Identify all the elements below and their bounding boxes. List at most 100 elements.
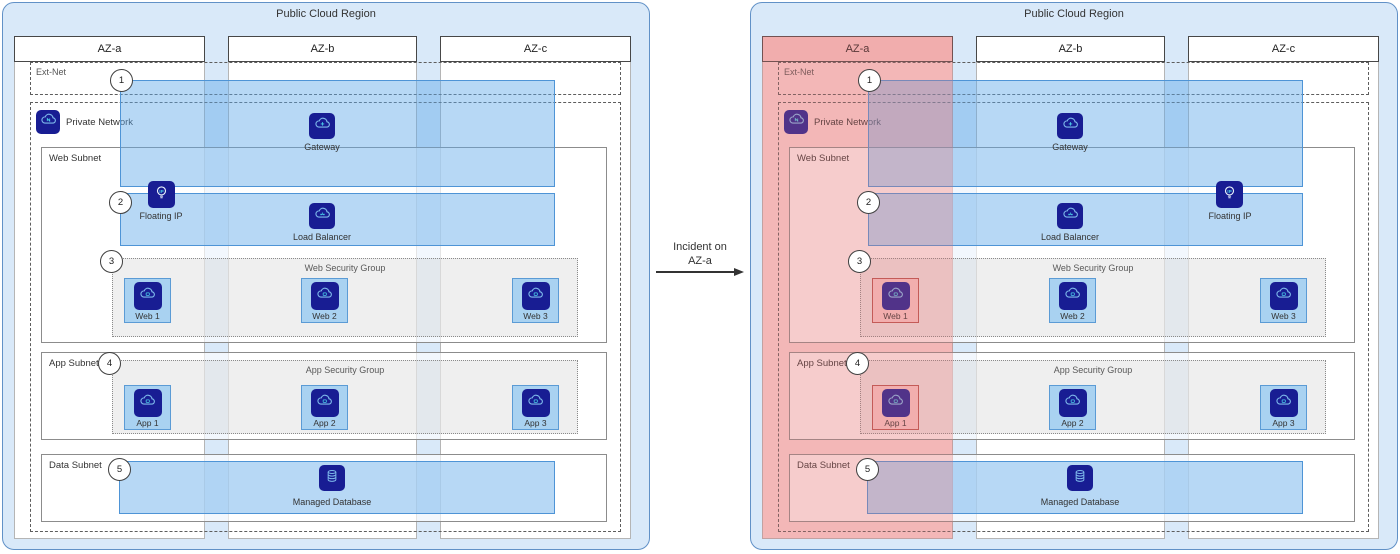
- web-subnet-label: Web Subnet: [49, 153, 102, 164]
- cloud-lock-icon: [1058, 282, 1087, 310]
- private-network-box: [30, 102, 621, 532]
- load-balancer-label: Load Balancer: [292, 232, 352, 242]
- node-label: Web 1: [883, 311, 908, 321]
- svg-text:IP: IP: [1227, 188, 1231, 194]
- cloud-lock-icon: [1269, 389, 1298, 417]
- node-label: App 3: [1272, 418, 1295, 428]
- node-web-3: Web 3: [512, 278, 559, 323]
- load-balancer-label: Load Balancer: [1040, 232, 1100, 242]
- gateway-icon: [309, 113, 335, 139]
- gateway-band: [120, 80, 555, 187]
- diagram-after-incident: Public Cloud Region AZ-a AZ-b AZ-c Ext-N…: [750, 2, 1398, 550]
- incident-label-line2: AZ-a: [688, 255, 712, 268]
- data-subnet-label: Data Subnet: [49, 460, 102, 471]
- data-subnet-label: Data Subnet: [797, 460, 850, 471]
- node-app-1: App 1: [124, 385, 171, 430]
- step-2-badge: 2: [857, 191, 880, 214]
- transition-area: Incident on AZ-a: [652, 0, 748, 554]
- database-icon: [319, 465, 345, 491]
- database-icon: [1067, 465, 1093, 491]
- load-balancer-icon: [309, 203, 335, 229]
- cloud-lock-icon: [1269, 282, 1298, 310]
- incident-arrow-line: [656, 271, 736, 273]
- svg-text:IP: IP: [159, 188, 163, 194]
- node-label: Web 1: [135, 311, 160, 321]
- az-a-header: AZ-a: [14, 36, 205, 62]
- gateway-band: [868, 80, 1303, 187]
- incident-label-line1: Incident on: [673, 241, 727, 253]
- node-label: App 2: [1061, 418, 1084, 428]
- region-title: Public Cloud Region: [1024, 8, 1124, 20]
- floating-ip-label: Floating IP: [139, 211, 183, 221]
- node-label: Web 2: [312, 311, 337, 321]
- node-label: App 2: [313, 418, 336, 428]
- node-label: Web 2: [1060, 311, 1085, 321]
- az-b-header: AZ-b: [228, 36, 417, 62]
- step-3-badge: 3: [100, 250, 123, 273]
- private-network-icon: [784, 110, 808, 134]
- cloud-lock-icon: [521, 389, 550, 417]
- database-label: Managed Database: [292, 497, 372, 507]
- cloud-lock-icon: [881, 389, 910, 417]
- web-security-group-label: Web Security Group: [304, 263, 386, 273]
- node-label: App 1: [136, 418, 159, 428]
- load-balancer-icon: [1057, 203, 1083, 229]
- floating-ip-label: Floating IP: [1208, 211, 1252, 221]
- node-web-3: Web 3: [1260, 278, 1307, 323]
- floating-ip-icon: IP: [148, 181, 175, 208]
- node-web-1-incident: Web 1: [872, 278, 919, 323]
- step-5-badge: 5: [108, 458, 131, 481]
- gateway-label: Gateway: [304, 142, 340, 152]
- node-app-2: App 2: [301, 385, 348, 430]
- cloud-lock-icon: [521, 282, 550, 310]
- private-network-icon: [36, 110, 60, 134]
- cloud-lock-icon: [310, 389, 339, 417]
- ext-net-box: [30, 62, 621, 95]
- load-balancer-band: [120, 193, 555, 246]
- diagram-before-incident: Public Cloud Region AZ-a AZ-b AZ-c Ext-N…: [2, 2, 650, 550]
- node-web-1: Web 1: [124, 278, 171, 323]
- cloud-lock-icon: [133, 282, 162, 310]
- node-label: App 1: [884, 418, 907, 428]
- az-b-header: AZ-b: [976, 36, 1165, 62]
- incident-arrow-head: [734, 267, 744, 276]
- app-subnet-label: App Subnet: [797, 358, 847, 369]
- az-a-header: AZ-a: [762, 36, 953, 62]
- app-security-group-label: App Security Group: [305, 365, 385, 375]
- step-3-badge: 3: [848, 250, 871, 273]
- cloud-lock-icon: [133, 389, 162, 417]
- node-label: App 3: [524, 418, 547, 428]
- database-label: Managed Database: [1040, 497, 1120, 507]
- cloud-lock-icon: [1058, 389, 1087, 417]
- step-1-badge: 1: [858, 69, 881, 92]
- private-network-label: Private Network: [66, 117, 134, 128]
- node-app-3: App 3: [1260, 385, 1307, 430]
- gateway-icon: [1057, 113, 1083, 139]
- ext-net-box: [778, 62, 1369, 95]
- floating-ip-icon: IP: [1216, 181, 1243, 208]
- step-2-badge: 2: [109, 191, 132, 214]
- node-web-2: Web 2: [1049, 278, 1096, 323]
- web-security-group: Web Security Group: [112, 258, 578, 337]
- node-app-3: App 3: [512, 385, 559, 430]
- gateway-label: Gateway: [1052, 142, 1088, 152]
- private-network-label: Private Network: [814, 117, 882, 128]
- az-c-header: AZ-c: [1188, 36, 1379, 62]
- az-c-header: AZ-c: [440, 36, 631, 62]
- node-label: Web 3: [523, 311, 548, 321]
- node-label: Web 3: [1271, 311, 1296, 321]
- node-app-2: App 2: [1049, 385, 1096, 430]
- incident-arrow-label: Incident on AZ-a: [652, 240, 748, 269]
- cloud-lock-icon: [881, 282, 910, 310]
- cloud-lock-icon: [310, 282, 339, 310]
- ext-net-label: Ext-Net: [36, 67, 67, 77]
- ext-net-label: Ext-Net: [784, 67, 815, 77]
- app-security-group-label: App Security Group: [1053, 365, 1133, 375]
- incident-overlay-az-a: [762, 36, 953, 539]
- node-app-1-incident: App 1: [872, 385, 919, 430]
- private-network-box: [778, 102, 1369, 532]
- region-title: Public Cloud Region: [276, 8, 376, 20]
- app-subnet-label: App Subnet: [49, 358, 99, 369]
- step-4-badge: 4: [846, 352, 869, 375]
